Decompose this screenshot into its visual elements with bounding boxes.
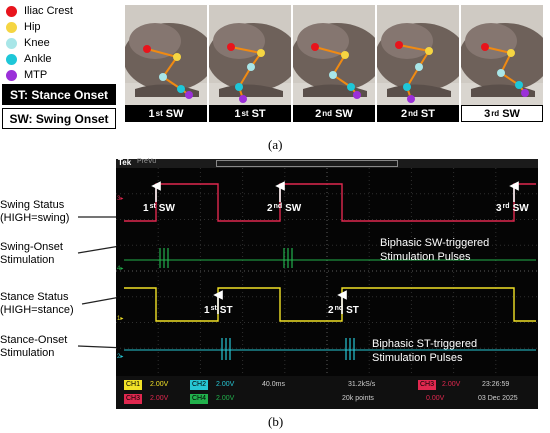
st-annotation-line2: Stimulation Pulses xyxy=(372,352,463,364)
stance-stim-subtitle: Stimulation xyxy=(0,347,55,359)
ch1-scale: 2.00V xyxy=(150,381,169,388)
sw-pulse-annotation: Biphasic SW-triggered Stimulation Pulses xyxy=(380,236,489,264)
video-frame xyxy=(125,5,207,105)
legend-label: Iliac Crest xyxy=(24,5,73,17)
stance-status-title: Stance Status xyxy=(0,291,69,303)
trigger-source-badge: CH3 xyxy=(418,380,437,390)
yellow-dot-icon xyxy=(6,21,17,33)
ch2-badge: CH2 xyxy=(190,380,209,390)
swing-stim-title: Swing-Onset xyxy=(0,241,63,253)
mode-label: PreVu xyxy=(137,158,157,165)
trigger-level: 2.00V xyxy=(442,381,461,388)
red-dot-icon xyxy=(6,5,17,17)
ch4-badge: CH4 xyxy=(190,394,209,404)
ch3-marker: 3▸ xyxy=(117,196,123,202)
ch4-scale: 2.00V xyxy=(216,395,235,402)
st-pulse-annotation: Biphasic ST-triggered Stimulation Pulses xyxy=(372,337,477,365)
legend-item-mtp: MTP xyxy=(6,67,47,83)
st-annotation-line1: Biphasic ST-triggered xyxy=(372,338,478,350)
channel-markers: 3▸ 4▸ 1▸ 2▸ xyxy=(117,196,123,360)
sample-rate: 31.2kS/s xyxy=(348,381,376,388)
video-frame xyxy=(209,5,291,105)
scope-status-bar: CH1 2.00V CH2 2.00V CH3 2.00V CH4 2.00V … xyxy=(116,376,538,409)
video-frame xyxy=(461,5,543,105)
sw-annotation-line1: Biphasic SW-triggered xyxy=(380,237,490,249)
stance-status-subtitle: (HIGH=stance) xyxy=(0,304,74,316)
sw-annotation-line2: Stimulation Pulses xyxy=(380,251,471,263)
legend-item-iliac-crest: Iliac Crest xyxy=(6,3,73,19)
legend-label: Hip xyxy=(24,21,41,33)
ch2-marker: 2▸ xyxy=(117,354,123,360)
swing-status-label: Swing Status (HIGH=swing) xyxy=(0,199,69,225)
legend-item-ankle: Ankle xyxy=(6,51,52,67)
panel-label-b: (b) xyxy=(268,414,284,429)
stance-stim-label: Stance-Onset Stimulation xyxy=(0,334,67,360)
ch4-marker: 4▸ xyxy=(117,266,123,272)
ch2-scale: 2.00V xyxy=(216,381,235,388)
clock-time: 23:26:59 xyxy=(482,381,510,388)
brand-label: Tek xyxy=(118,158,132,167)
clock-date: 03 Dec 2025 xyxy=(478,395,518,402)
legend-label: Ankle xyxy=(24,53,52,65)
legend-label: MTP xyxy=(24,69,48,81)
swing-status-title: Swing Status xyxy=(0,199,65,211)
cyan-dot-icon xyxy=(6,53,17,65)
light-cyan-dot-icon xyxy=(6,37,17,49)
swing-onset-definition: SW: Swing Onset xyxy=(2,108,116,129)
scope-top-bar: Tek PreVu xyxy=(116,158,538,168)
panel-label-a: (a) xyxy=(268,137,283,152)
video-frame xyxy=(377,5,459,105)
ch1-marker: 1▸ xyxy=(117,316,123,322)
legend-item-hip: Hip xyxy=(6,19,41,35)
video-frame xyxy=(293,5,375,105)
swing-status-subtitle: (HIGH=swing) xyxy=(0,212,70,224)
trace-group xyxy=(124,183,536,360)
ch3-scale: 2.00V xyxy=(150,395,169,402)
purple-dot-icon xyxy=(6,69,17,81)
record-length: 20k points xyxy=(342,395,374,402)
legend-label: Knee xyxy=(24,37,50,49)
swing-stim-subtitle: Stimulation xyxy=(0,254,55,266)
stance-onset-definition: ST: Stance Onset xyxy=(2,84,116,105)
stance-status-label: Stance Status (HIGH=stance) xyxy=(0,291,74,317)
stance-stim-title: Stance-Onset xyxy=(0,334,68,346)
stance-status-trace xyxy=(124,287,536,322)
ch3-badge: CH3 xyxy=(124,394,143,404)
trigger-extra: 0.00V xyxy=(426,395,445,402)
event-arrows xyxy=(151,181,519,314)
record-position-bar xyxy=(216,160,398,167)
swing-stim-label: Swing-Onset Stimulation xyxy=(0,241,63,267)
ch1-badge: CH1 xyxy=(124,380,143,390)
timebase: 40.0ms xyxy=(262,381,285,388)
scope-traces: 3▸ 4▸ 1▸ 2▸ xyxy=(116,168,538,374)
legend-item-knee: Knee xyxy=(6,35,50,51)
